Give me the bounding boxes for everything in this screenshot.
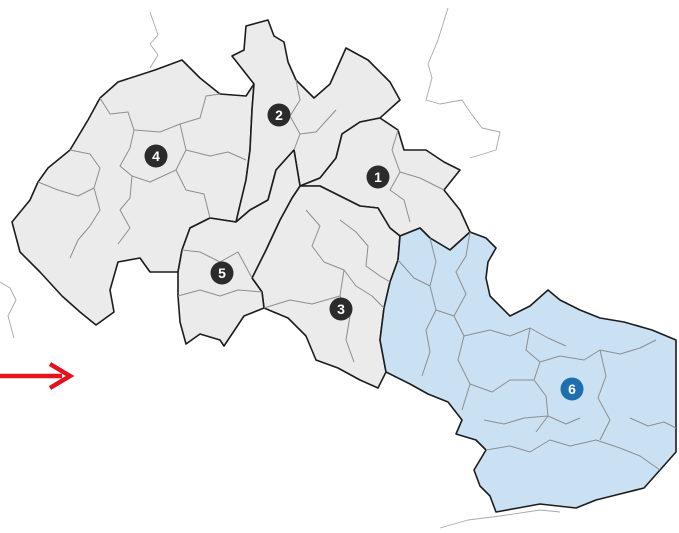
marker-5-circle <box>210 261 234 285</box>
inner-boundary-3d <box>263 295 341 309</box>
inner-boundary-5b <box>177 289 263 297</box>
marker-1-circle <box>366 165 390 189</box>
marker-4-label: 4 <box>152 148 160 164</box>
district-marker-3: 3 <box>329 297 353 321</box>
marker-3-label: 3 <box>337 301 345 317</box>
district-marker-6: 6 <box>560 377 584 401</box>
marker-6-label: 6 <box>568 381 576 397</box>
inner-boundary-6k <box>597 349 611 441</box>
inner-boundary-4g <box>131 169 177 183</box>
arrow-right-icon <box>0 362 75 390</box>
region-5 <box>177 149 301 347</box>
inner-boundary-6e <box>463 327 567 347</box>
inner-boundary-4a <box>99 97 135 245</box>
inner-boundary-6c <box>397 259 431 287</box>
inner-boundary-6l <box>629 417 677 429</box>
inner-boundary-6i <box>483 415 581 425</box>
inner-boundary-3a <box>305 209 385 309</box>
inner-boundary-6g <box>533 361 549 433</box>
marker-5-label: 5 <box>218 265 226 281</box>
outside-boundaries <box>0 7 561 529</box>
inner-boundary-6j <box>485 439 661 471</box>
inner-boundary-6h <box>469 379 534 393</box>
arrow-head <box>48 362 75 390</box>
district-markers: 1 2 3 4 5 6 <box>144 103 584 401</box>
inner-boundary-3c <box>339 219 391 283</box>
gray-districts <box>11 19 471 389</box>
inner-boundary-1a <box>389 129 411 223</box>
inner-boundary-6d <box>435 309 455 317</box>
inner-boundary-4c <box>133 93 221 133</box>
inner-boundary-4e <box>185 149 247 161</box>
inner-boundary-4f <box>37 181 95 197</box>
marker-3-circle <box>329 297 353 321</box>
outside-boundary-southeast <box>439 509 561 529</box>
district-marker-4: 4 <box>144 144 168 168</box>
marker-2-label: 2 <box>275 107 283 123</box>
marker-4-circle <box>144 144 168 168</box>
marker-1-label: 1 <box>374 169 382 185</box>
inner-boundary-4d <box>175 123 211 219</box>
district-marker-2: 2 <box>267 103 291 127</box>
highlighted-region-6 <box>379 227 677 513</box>
outside-boundary-west <box>0 281 17 339</box>
district-marker-5: 5 <box>210 261 234 285</box>
inner-boundary-4b <box>69 149 101 259</box>
marker-6-circle <box>560 377 584 401</box>
district-marker-1: 1 <box>366 165 390 189</box>
inner-boundary-6f <box>525 327 657 363</box>
outside-boundary-north <box>149 11 159 69</box>
outside-boundary-northeast <box>425 7 501 159</box>
marker-2-circle <box>267 103 291 127</box>
inner-boundary-1b <box>399 171 445 191</box>
inner-boundary-2b <box>299 109 337 135</box>
